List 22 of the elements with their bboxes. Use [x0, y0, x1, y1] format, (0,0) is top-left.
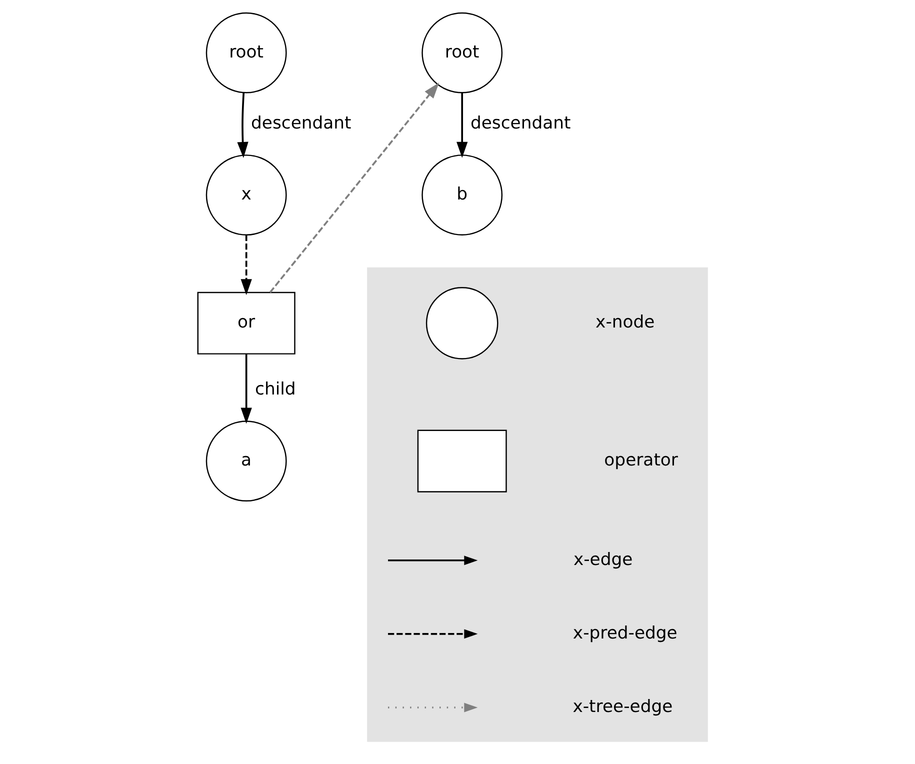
edge-label: descendant [470, 113, 571, 134]
node-box [417, 430, 507, 492]
node-circle [426, 286, 498, 360]
arrow [237, 92, 248, 158]
cluster [367, 267, 708, 742]
legend-label: x-edge [573, 550, 633, 570]
node-box: or [197, 292, 296, 354]
legend-label: x-tree-edge [572, 697, 673, 718]
arrow [269, 82, 440, 293]
node-circle: root [422, 12, 503, 94]
arrow [456, 93, 468, 158]
node-circle: x [206, 154, 287, 236]
node-circle: a [206, 420, 287, 502]
edge-label: child [255, 380, 296, 400]
node-circle: root [206, 12, 287, 94]
edge-label: descendant [251, 113, 352, 134]
arrow [240, 235, 252, 296]
legend-label: x-node [596, 312, 655, 333]
node-circle: b [422, 154, 503, 236]
legend-label: x-pred-edge [572, 623, 678, 644]
arrow [240, 354, 252, 424]
legend-label: operator [604, 450, 678, 471]
